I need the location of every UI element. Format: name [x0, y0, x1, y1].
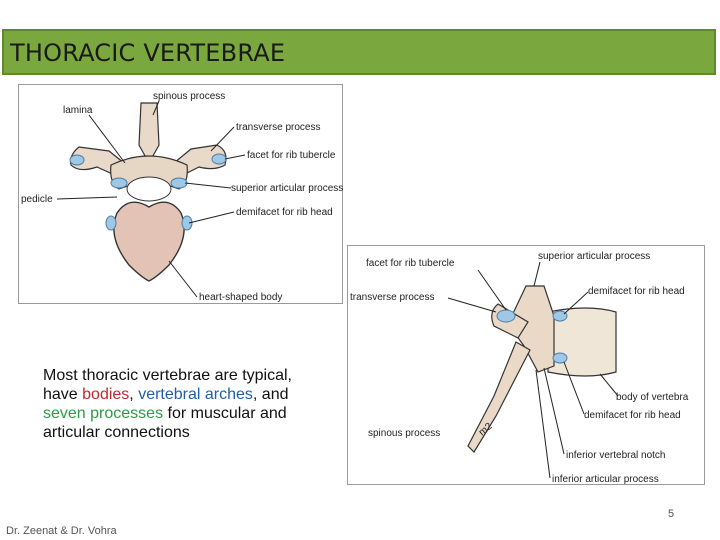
- footer-credit: Dr. Zeenat & Dr. Vohra: [6, 525, 117, 537]
- label-heart-shaped-body: heart-shaped body: [199, 292, 282, 303]
- label-spinous-lateral: spinous process: [368, 428, 440, 439]
- lateral-view-illustration: facet for rib tubercle superior articula…: [350, 251, 689, 485]
- label-demifacet-bottom: demifacet for rib head: [584, 410, 681, 421]
- superior-view-figure: spinous process lamina transverse proces…: [18, 84, 343, 304]
- label-body-of-vertebra: body of vertebra: [616, 392, 689, 403]
- left-demifacet: [105, 215, 117, 231]
- label-lamina: lamina: [63, 105, 93, 116]
- right-tubercle-facet: [211, 153, 227, 165]
- label-inferior-vertebral-notch: inferior vertebral notch: [566, 450, 666, 461]
- right-superior-facet: [170, 177, 188, 189]
- spinous-process-shape: [138, 102, 160, 165]
- page-number: 5: [668, 508, 675, 520]
- label-spinous-process: spinous process: [153, 91, 225, 102]
- label-superior-articular-lateral: superior articular process: [538, 251, 650, 262]
- label-pedicle: pedicle: [21, 194, 53, 205]
- text-part: ,: [129, 386, 139, 403]
- left-superior-facet: [110, 177, 128, 189]
- label-transverse-lateral: transverse process: [350, 292, 434, 303]
- tubercle-facet-lateral: [496, 309, 516, 323]
- vertebral-foramen: [126, 176, 172, 202]
- seven-processes-term: seven processes: [43, 405, 164, 422]
- description-text: Most thoracic vertebrae are typical, hav…: [43, 366, 303, 442]
- thoracic-vertebrae-term: thoracic vertebrae: [82, 367, 211, 384]
- label-facet-rib-tubercle: facet for rib tubercle: [247, 150, 336, 161]
- text-part: for muscular and articular connections: [43, 405, 287, 441]
- heart-shaped-body-shape: [113, 201, 185, 282]
- slide-title: THORACIC VERTEBRAE: [10, 39, 286, 67]
- title-bar: THORACIC VERTEBRAE: [2, 29, 716, 75]
- lateral-view-figure: facet for rib tubercle superior articula…: [347, 245, 705, 485]
- label-demifacet-top: demifacet for rib head: [588, 286, 685, 297]
- text-part: Most: [43, 367, 83, 384]
- upper-demifacet-lateral: [552, 310, 568, 322]
- label-transverse-process: transverse process: [236, 122, 320, 133]
- text-part: , and: [252, 386, 289, 403]
- left-tubercle-facet: [69, 154, 85, 166]
- vertebral-arches-term: vertebral arches: [138, 386, 253, 403]
- text-part: are typical, have: [43, 367, 292, 403]
- label-inferior-articular-process: inferior articular process: [552, 474, 659, 485]
- bodies-term: bodies: [82, 386, 130, 403]
- lower-demifacet-lateral: [552, 352, 568, 364]
- label-demifacet-rib-head: demifacet for rib head: [236, 207, 333, 218]
- spinous-process-shape-lateral: [467, 341, 531, 453]
- right-demifacet: [181, 215, 193, 231]
- label-superior-articular-process: superior articular process: [231, 183, 343, 194]
- superior-view-illustration: spinous process lamina transverse proces…: [21, 91, 343, 303]
- label-facet-rib-tubercle-lateral: facet for rib tubercle: [366, 258, 455, 269]
